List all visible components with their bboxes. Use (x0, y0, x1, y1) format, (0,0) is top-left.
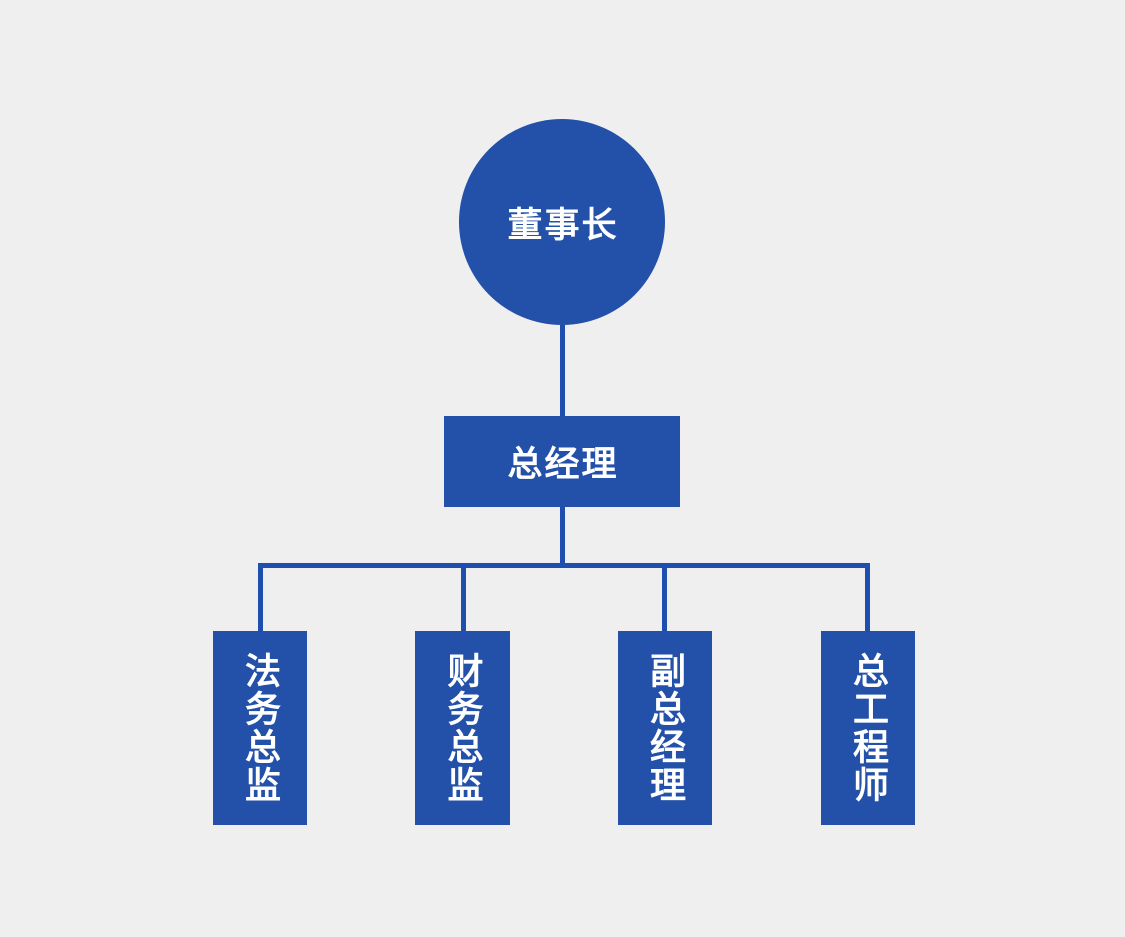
chief-engineer-label: 总工程师 (848, 652, 889, 804)
finance-director-label: 财务总监 (442, 652, 484, 804)
general-manager-node: 总经理 (444, 416, 680, 507)
chairman-label: 董事长 (507, 205, 619, 245)
general-manager-label: 总经理 (507, 445, 619, 484)
legal-director-label: 法务总监 (240, 652, 281, 804)
child-drop-connector-engineer (865, 563, 870, 631)
child-drop-connector-finance (461, 563, 466, 631)
children-horizontal-connector (258, 563, 870, 568)
manager-stem-connector (560, 507, 565, 568)
chairman-node: 董事长 (459, 119, 665, 325)
child-drop-connector-deputy (662, 563, 667, 631)
child-drop-connector-legal (258, 563, 263, 631)
deputy-general-manager-node: 副总经理 (618, 631, 712, 825)
deputy-general-manager-label: 副总经理 (645, 652, 686, 804)
finance-director-node: 财务总监 (415, 631, 510, 825)
chief-engineer-node: 总工程师 (821, 631, 915, 825)
legal-director-node: 法务总监 (213, 631, 307, 825)
chairman-manager-connector (560, 325, 565, 416)
